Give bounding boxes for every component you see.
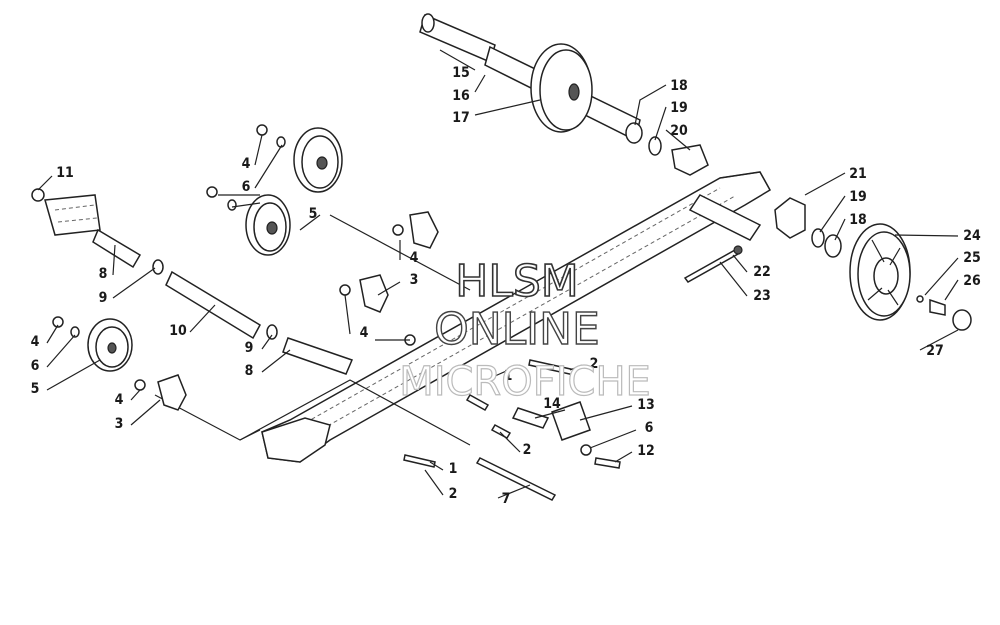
callout-c16: 16 [452,88,470,104]
callout-c5a: 5 [309,206,318,222]
callout-c25: 25 [963,250,981,266]
callout-c11: 11 [56,165,74,181]
callout-c17: 17 [452,110,470,126]
callout-c2a: 2 [590,356,599,372]
callout-c1b: 1 [449,461,458,477]
callout-c6c: 6 [645,420,654,436]
brackets [134,211,439,411]
callout-c23: 23 [753,288,771,304]
callout-c9b: 9 [245,340,254,356]
callout-c4e: 4 [115,392,124,408]
callout-c24: 24 [963,228,981,244]
leader-lines [37,49,959,499]
callout-c12: 12 [637,443,655,459]
callout-c4a: 4 [242,156,251,172]
callout-c8b: 8 [245,363,254,379]
watermark-line-1: HLSM [455,256,579,307]
bolt-22-23 [683,245,743,283]
callout-c4d: 4 [31,334,40,350]
callout-c14: 14 [543,396,561,412]
callout-c9a: 9 [99,290,108,306]
callout-c2b: 2 [523,442,532,458]
callout-c18b: 18 [849,212,867,228]
callout-c4c: 4 [360,325,369,341]
callout-c7: 7 [502,491,511,507]
top-idler-wheel-assembly [419,13,709,176]
callout-c27: 27 [926,343,944,359]
callout-c20: 20 [670,123,688,139]
callout-c21: 21 [849,166,867,182]
watermark-line-3: MICROFICHE [399,359,651,405]
callout-c10: 10 [169,323,187,339]
watermark-line-2: ONLINE [434,304,600,355]
callout-c4b: 4 [410,250,419,266]
rear-idler-wheel-assembly [774,197,972,331]
callout-c22: 22 [753,264,771,280]
callout-c6a: 6 [242,179,251,195]
left-shafts [31,188,354,375]
upper-idler-wheels [206,124,343,256]
callout-c3b: 3 [115,416,124,432]
callout-c19a: 19 [670,100,688,116]
callout-c26: 26 [963,273,981,289]
callout-c19b: 19 [849,189,867,205]
lower-idler-wheel [52,316,133,372]
callout-c1a: 1 [504,368,513,384]
callout-c15: 15 [452,65,470,81]
callout-c2c: 2 [449,486,458,502]
callout-c8a: 8 [99,266,108,282]
callout-c13: 13 [637,397,655,413]
callout-c5b: 5 [31,381,40,397]
callout-labels: 1516171819202119182425262722231146589104… [31,65,981,507]
callout-c3a: 3 [410,272,419,288]
slide-rail [261,171,772,463]
callout-c6b: 6 [31,358,40,374]
watermark: HLSM ONLINE MICROFICHE [399,255,652,405]
callout-c18a: 18 [670,78,688,94]
